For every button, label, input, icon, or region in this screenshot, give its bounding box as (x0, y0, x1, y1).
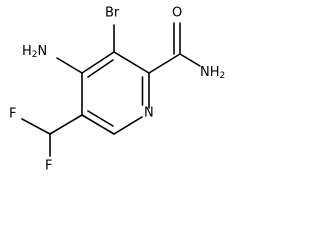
substituent-bonds (21, 22, 201, 157)
chemical-structure: Br H2N N O NH2 F F (9, 6, 225, 174)
atom-label-carbonyl-o: O (172, 6, 182, 21)
bond-carbonyl-n (179, 53, 201, 67)
atom-label-f-bottom: F (45, 159, 52, 174)
bond-c3-c2 (113, 51, 150, 74)
bond-c6-c5 (81, 114, 115, 135)
atom-label-ring-n: N (144, 106, 154, 121)
pyridine-ring (81, 51, 150, 135)
atom-label-f-top: F (9, 107, 16, 122)
atom-label-br: Br (105, 6, 120, 21)
atom-labels: Br H2N N O NH2 F F (9, 6, 225, 174)
atom-label-amino: H2N (22, 44, 47, 61)
bond-c6-c5-inner (87, 110, 114, 127)
bond-c2-carbonyl (148, 53, 181, 74)
bond-c4-c3-inner (87, 59, 114, 78)
bond-chf2-f-top (21, 118, 51, 135)
bond-c4-c3 (81, 51, 115, 74)
bond-c5-chf2 (49, 114, 83, 135)
bond-c4-nh2 (56, 57, 83, 74)
atom-label-amide-nh2: NH2 (200, 65, 225, 82)
bond-n1-c6 (113, 116, 143, 135)
